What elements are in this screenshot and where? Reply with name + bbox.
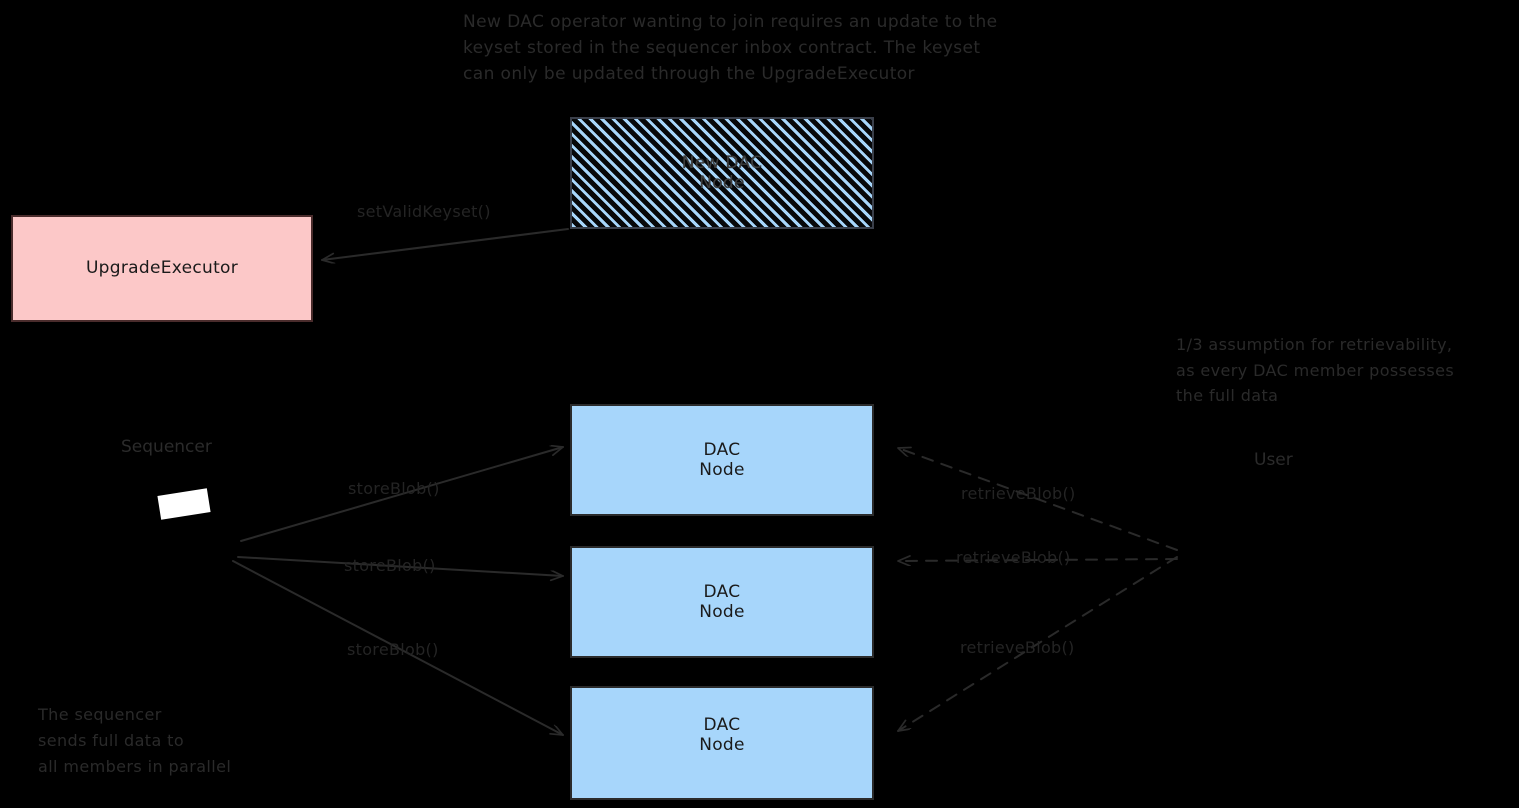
- actor-user-label: User: [1254, 450, 1293, 470]
- annotation-sequencer-note: The sequencer sends full data to all mem…: [38, 705, 232, 776]
- edge-label-store-blob-2: storeBlob(): [344, 556, 436, 575]
- node-upgrade-executor[interactable]: UpgradeExecutor: [11, 215, 313, 322]
- node-dac-node-2[interactable]: DAC Node: [570, 546, 874, 658]
- node-dac-node-1[interactable]: DAC Node: [570, 404, 874, 516]
- annotation-retrievability-note: 1/3 assumption for retrievability, as ev…: [1176, 335, 1455, 406]
- annotation-keyset-note: New DAC operator wanting to join require…: [463, 12, 998, 84]
- node-dac-node-1-label: DAC Node: [699, 439, 745, 480]
- actor-sequencer-label: Sequencer: [121, 437, 212, 457]
- node-dac-node-2-label: DAC Node: [699, 581, 745, 622]
- edge-label-retrieve-blob-1: retrieveBlob(): [961, 484, 1076, 503]
- node-dac-node-3-label: DAC Node: [699, 715, 745, 756]
- node-new-dac-node-label: New DAC Node: [681, 152, 763, 193]
- edge-label-retrieve-blob-2: retrieveBlob(): [956, 548, 1071, 567]
- edge-label-set-valid-keyset: setValidKeyset(): [357, 202, 491, 221]
- edge-set-valid-keyset: [321, 228, 569, 260]
- node-dac-node-3[interactable]: DAC Node: [570, 686, 874, 800]
- edge-label-store-blob-1: storeBlob(): [348, 479, 440, 498]
- sequencer-icon: [157, 488, 211, 520]
- edge-label-retrieve-blob-3: retrieveBlob(): [960, 638, 1075, 657]
- node-upgrade-executor-label: UpgradeExecutor: [85, 258, 239, 279]
- node-new-dac-node[interactable]: New DAC Node: [570, 117, 874, 229]
- edge-label-store-blob-3: storeBlob(): [347, 640, 439, 659]
